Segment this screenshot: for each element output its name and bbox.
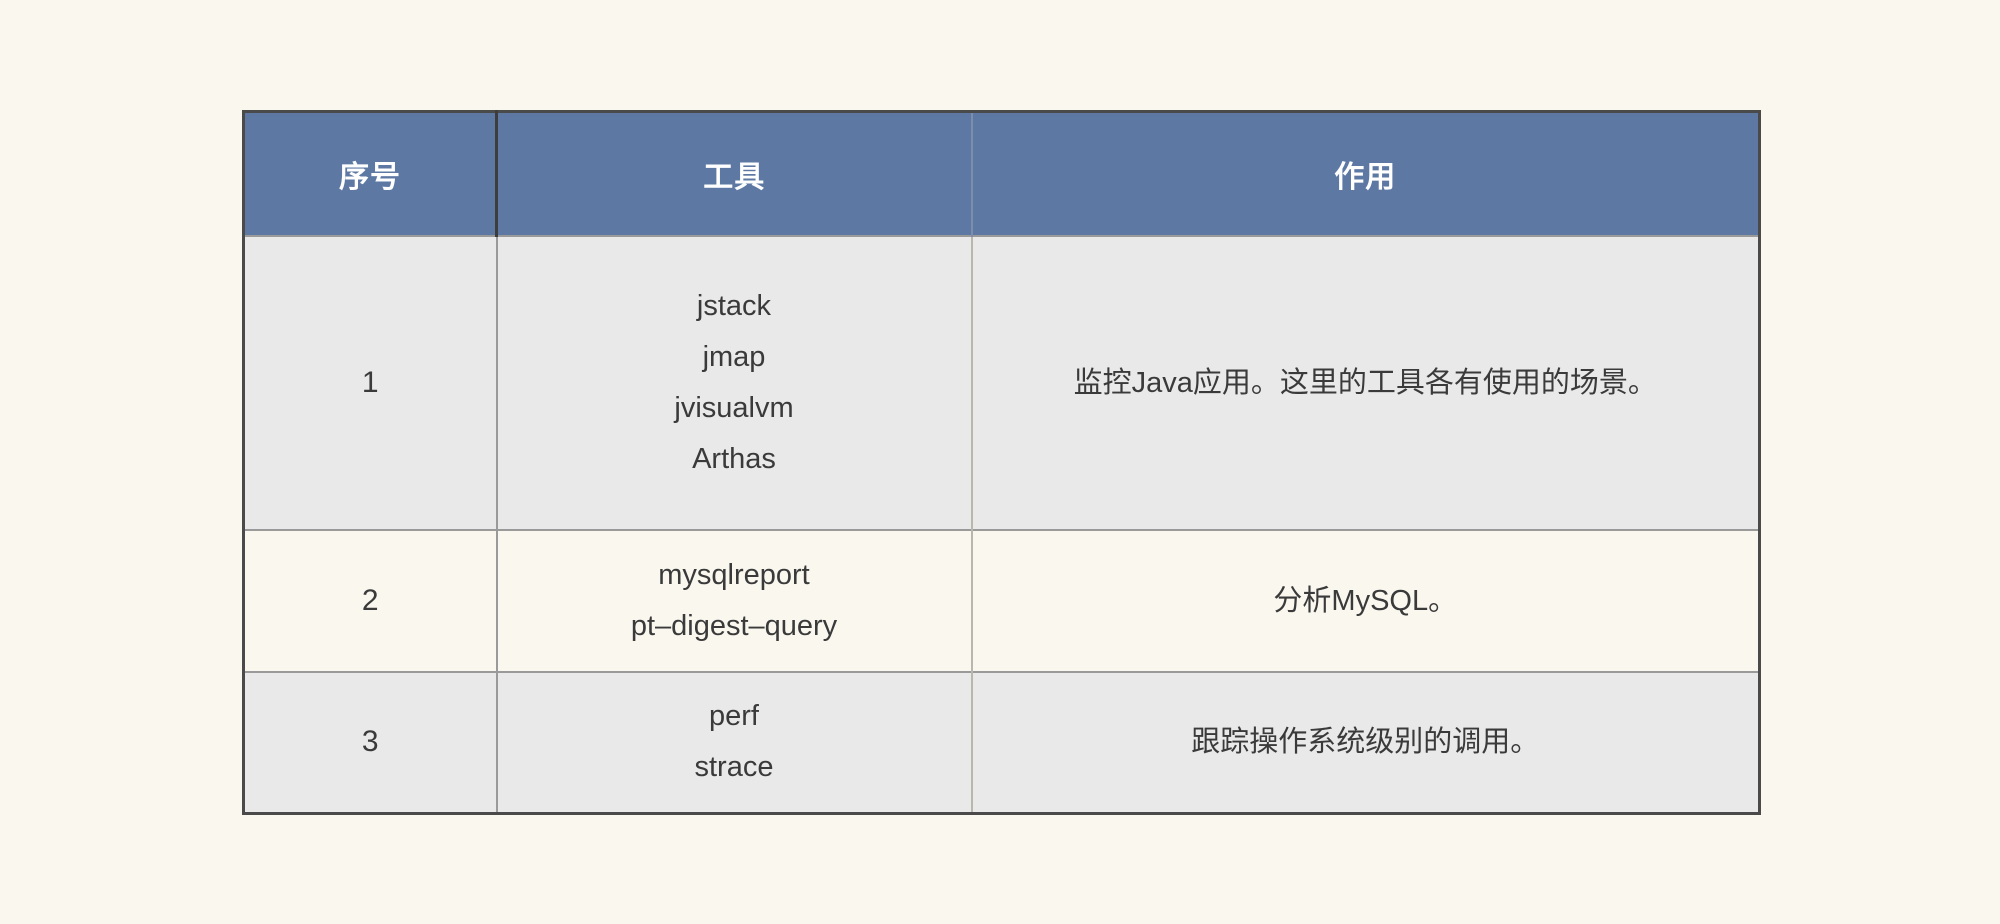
column-header-tool: 工具 — [496, 111, 973, 236]
header-row: 序号 工具 作用 — [243, 111, 1760, 236]
tool-name: jvisualvm — [674, 392, 794, 425]
tool-name: Arthas — [692, 443, 776, 476]
table-body: 1 jstack jmap jvisualvm Arthas 监控Java应用。… — [243, 234, 1760, 814]
row-description-cell: 跟踪操作系统级别的调用。 — [971, 670, 1760, 814]
tool-name: strace — [694, 751, 774, 784]
row-index-cell: 1 — [243, 234, 498, 531]
row-index-cell: 2 — [243, 529, 498, 672]
row-tools-cell: jstack jmap jvisualvm Arthas — [496, 234, 973, 531]
table-row: 1 jstack jmap jvisualvm Arthas 监控Java应用。… — [243, 234, 1760, 531]
tool-name: perf — [709, 700, 759, 733]
tool-name: pt–digest–query — [630, 609, 838, 642]
tool-name: jstack — [696, 289, 772, 322]
table-row: 3 perf strace 跟踪操作系统级别的调用。 — [243, 670, 1760, 814]
row-tools-cell: perf strace — [496, 670, 973, 814]
row-description-cell: 监控Java应用。这里的工具各有使用的场景。 — [971, 234, 1760, 531]
column-header-purpose: 作用 — [971, 111, 1760, 236]
row-tools-cell: mysqlreport pt–digest–query — [496, 529, 973, 672]
column-header-index: 序号 — [243, 111, 498, 236]
tool-name: mysqlreport — [658, 558, 810, 591]
tools-table: 序号 工具 作用 1 jstack jmap jvisualvm Arthas … — [242, 110, 1761, 815]
tools-table-container: 序号 工具 作用 1 jstack jmap jvisualvm Arthas … — [242, 110, 1761, 815]
row-index-cell: 3 — [243, 670, 498, 814]
table-row: 2 mysqlreport pt–digest–query 分析MySQL。 — [243, 529, 1760, 672]
row-description-cell: 分析MySQL。 — [971, 529, 1760, 672]
table-header: 序号 工具 作用 — [243, 111, 1760, 236]
tool-name: jmap — [702, 341, 766, 373]
